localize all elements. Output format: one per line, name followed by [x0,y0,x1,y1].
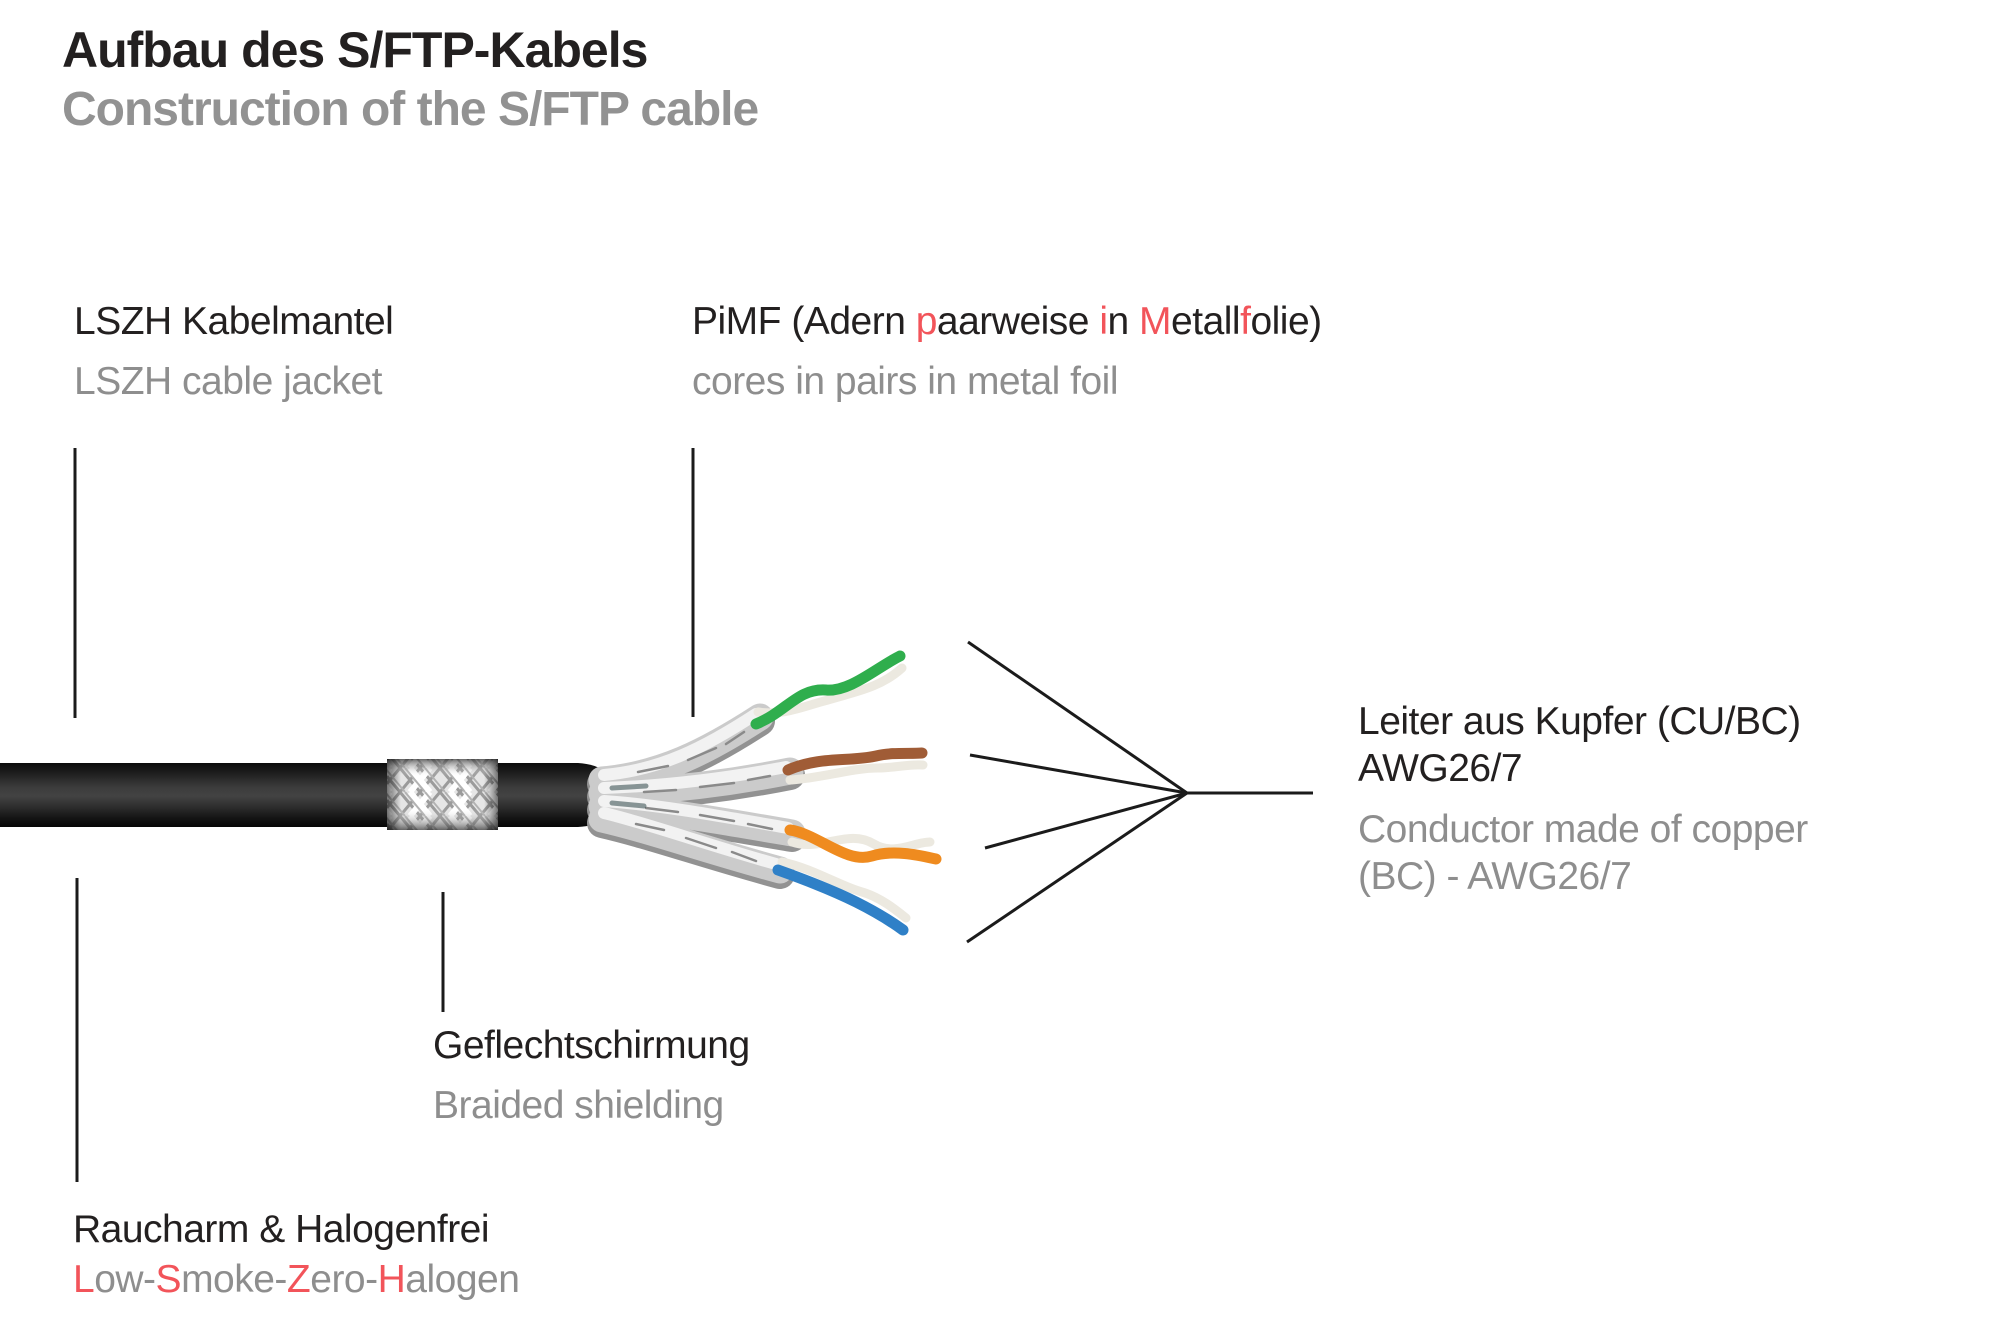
callout-conductor-de-2: AWG26/7 [1358,747,1523,790]
page-subtitle: Construction of the S/FTP cable [62,83,759,136]
callout-braid-en: Braided shielding [433,1084,724,1127]
callout-conductor-en-1: Conductor made of copper [1358,808,1808,851]
foil-crinkles [634,730,774,863]
white-wire [777,857,911,923]
page-title: Aufbau des S/FTP-Kabels [62,22,648,78]
orange-pair [784,824,942,865]
blue-wire [772,864,909,936]
callout-smoke-de: Raucharm & Halogenfrei [73,1208,490,1251]
brown-pair [782,747,928,785]
callout-braid-de: Geflechtschirmung [433,1024,750,1067]
cable-jacket [0,763,614,827]
leader-lines [73,448,1313,1182]
callout-smoke: Raucharm & Halogenfrei Low-Smoke-Zero-Ha… [73,1205,520,1305]
callout-pimf: PiMF (Adern paarweise in Metallfolie) co… [692,292,1322,412]
callout-conductor: Leiter aus Kupfer (CU/BC) AWG26/7 Conduc… [1358,698,1808,900]
callout-jacket-en: LSZH cable jacket [74,360,382,403]
foil-wrapped-pairs [587,703,807,889]
callout-jacket: LSZH Kabelmantel LSZH cable jacket [74,292,394,412]
white-wire [785,760,928,785]
callout-conductor-en-2: (BC) - AWG26/7 [1358,855,1632,898]
orange-wire [784,824,942,865]
callout-jacket-de: LSZH Kabelmantel [74,300,394,343]
callout-smoke-en: Low-Smoke-Zero-Halogen [73,1258,520,1301]
callout-braid: Geflechtschirmung Braided shielding [433,1016,750,1136]
brown-wire [782,747,928,776]
twisted-wire-pairs [750,650,942,936]
green-wire [750,650,906,730]
callout-pimf-de: PiMF (Adern paarweise in Metallfolie) [692,300,1322,343]
green-pair [750,650,907,730]
callout-conductor-de-1: Leiter aus Kupfer (CU/BC) [1358,700,1801,743]
leader-fan-conductor [966,640,1313,944]
blue-pair [772,857,911,936]
callout-pimf-en: cores in pairs in metal foil [692,360,1119,403]
braided-shielding [387,759,498,830]
